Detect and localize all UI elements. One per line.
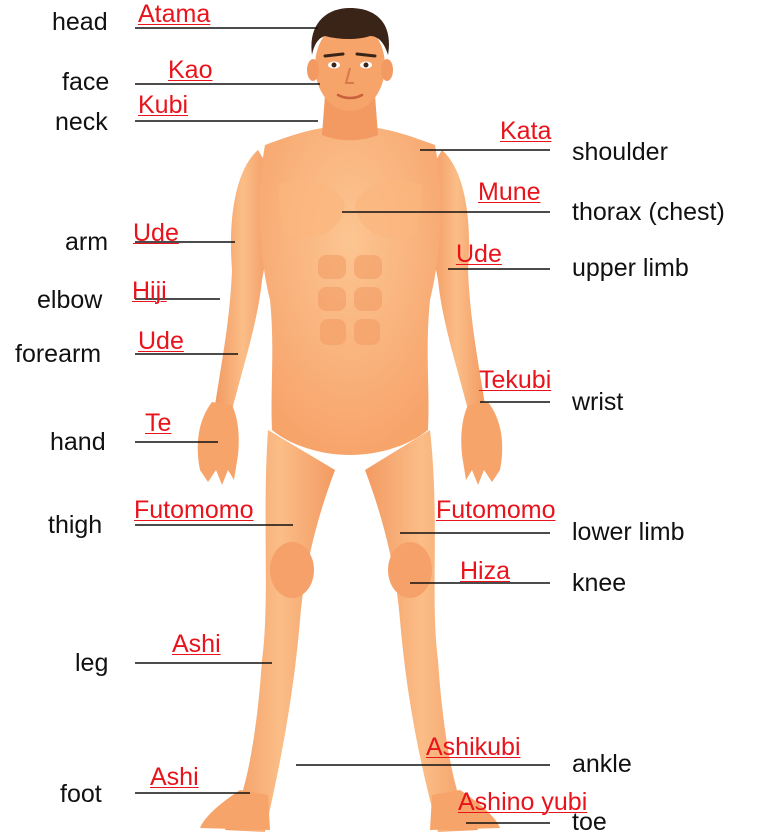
japanese-label-forearm: Ude [138, 329, 184, 354]
english-label-ankle: ankle [572, 752, 632, 777]
english-label-thigh: thigh [48, 513, 102, 538]
japanese-label-neck: Kubi [138, 93, 188, 118]
japanese-label-toe: Ashino yubi [458, 790, 587, 815]
japanese-label-shoulder: Kata [500, 119, 551, 144]
english-label-arm: arm [65, 230, 108, 255]
japanese-label-ankle: Ashikubi [426, 735, 521, 760]
japanese-label-thorax: Mune [478, 180, 541, 205]
japanese-label-leg: Ashi [172, 632, 221, 657]
english-label-foot: foot [60, 782, 102, 807]
english-label-shoulder: shoulder [572, 140, 668, 165]
english-label-hand: hand [50, 430, 106, 455]
english-label-lower-limb: lower limb [572, 520, 685, 545]
english-label-leg: leg [75, 651, 108, 676]
japanese-label-face: Kao [168, 58, 212, 83]
japanese-label-foot: Ashi [150, 765, 199, 790]
english-label-wrist: wrist [572, 390, 623, 415]
japanese-label-head: Atama [138, 2, 210, 27]
japanese-label-upper-limb: Ude [456, 242, 502, 267]
japanese-label-knee: Hiza [460, 559, 510, 584]
japanese-label-thigh: Futomomo [134, 498, 253, 523]
japanese-label-elbow: Hiji [132, 279, 167, 304]
english-label-elbow: elbow [37, 288, 102, 313]
english-label-knee: knee [572, 571, 626, 596]
english-label-neck: neck [55, 110, 108, 135]
english-label-upper-limb: upper limb [572, 256, 689, 281]
english-label-thorax: thorax (chest) [572, 200, 725, 225]
english-label-head: head [52, 10, 108, 35]
japanese-label-arm: Ude [133, 221, 179, 246]
japanese-label-wrist: Tekubi [479, 368, 551, 393]
english-label-face: face [62, 70, 109, 95]
japanese-label-lower-limb: Futomomo [436, 498, 555, 523]
english-label-forearm: forearm [15, 342, 101, 367]
japanese-label-hand: Te [145, 411, 171, 436]
